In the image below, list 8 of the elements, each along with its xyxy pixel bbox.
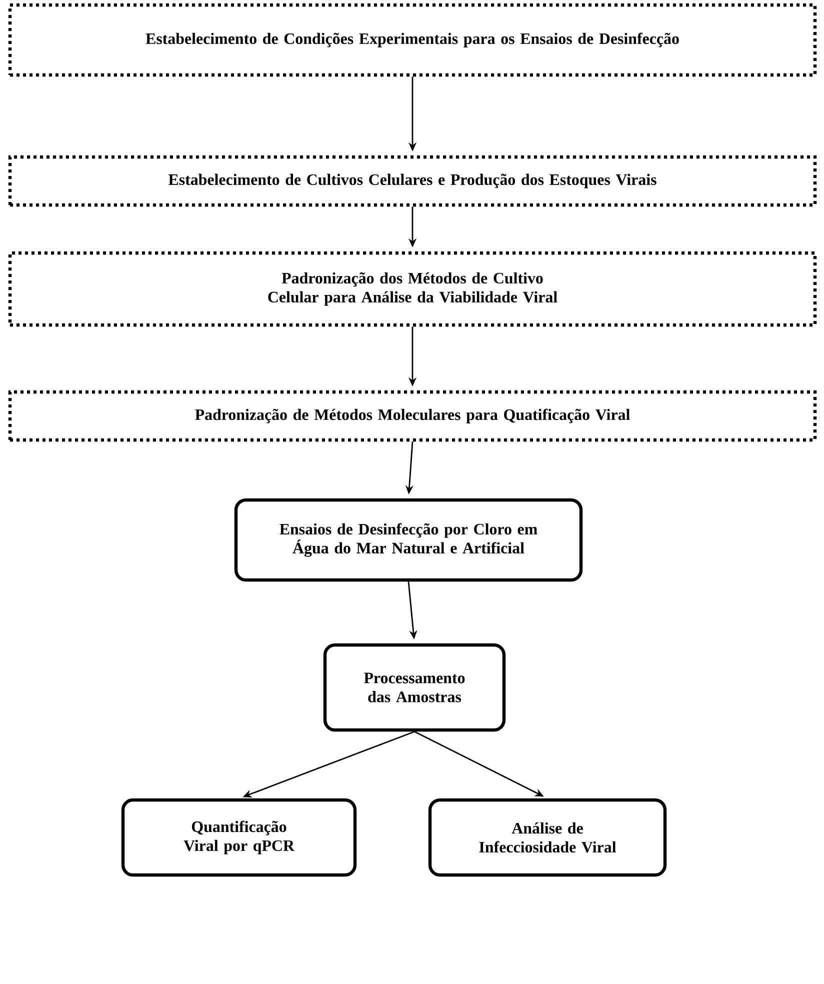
dotted-step-box: Estabelecimento de Condições Experimentais para os Ensaios de Desinfecção <box>8 3 817 77</box>
process-box: Processamento das Amostras <box>323 643 506 732</box>
dotted-step-box: Estabelecimento de Cultivos Celulares e Produção dos Estoques Virais <box>8 155 817 207</box>
process-box: Quantificação Viral por qPCR <box>121 798 357 877</box>
process-box: Ensaios de Desinfecção por Cloro em Água do Mar Natural e Artificial <box>234 498 583 582</box>
process-box: Análise de Infecciosidade Viral <box>428 798 667 877</box>
dotted-step-box: Padronização dos Métodos de Cultivo Celular para Análise da Viabilidade Viral <box>8 251 817 327</box>
dotted-step-box: Padronização de Métodos Moleculares para Quatificação Viral <box>8 390 817 442</box>
